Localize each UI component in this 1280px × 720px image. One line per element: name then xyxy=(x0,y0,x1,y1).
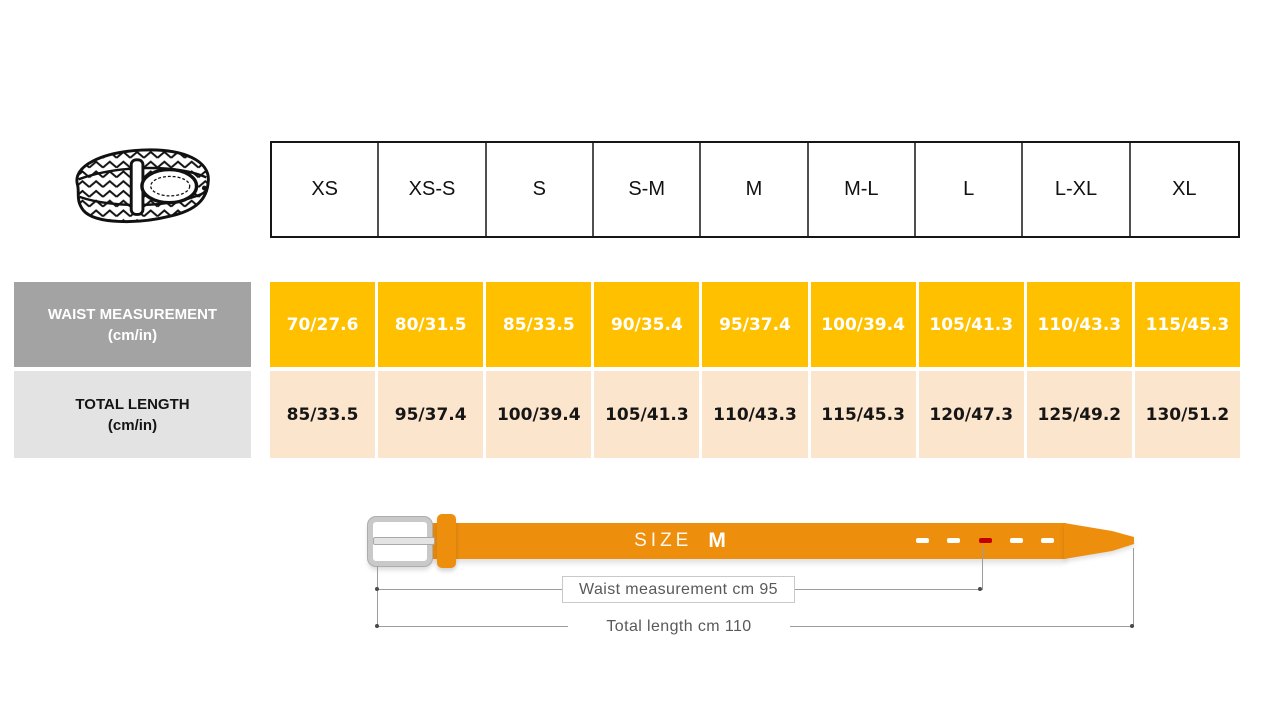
total-label-unit: (cm/in) xyxy=(107,416,158,434)
waist-value-cell: 85/33.5 xyxy=(486,282,592,367)
waist-value-cell: 95/37.4 xyxy=(702,282,808,367)
size-header-cell: M-L xyxy=(809,143,916,236)
waist-measurement-label: WAIST MEASUREMENT (cm/in) xyxy=(14,282,251,367)
size-header-cell: M xyxy=(701,143,809,236)
waist-label-unit: (cm/in) xyxy=(107,326,158,344)
waist-label-text: WAIST MEASUREMENT xyxy=(47,305,218,323)
dimension-line-vertical-tip xyxy=(1133,548,1134,627)
total-value-cell: 125/49.2 xyxy=(1026,371,1132,458)
total-label-text: TOTAL LENGTH xyxy=(75,395,190,413)
size-header-cell: XS xyxy=(272,143,380,236)
total-length-callout: Total length cm 110 xyxy=(568,614,790,639)
belt-strap-tip xyxy=(1064,523,1134,559)
size-header-cell: XS-S xyxy=(379,143,487,236)
dimension-dot xyxy=(978,587,982,591)
total-value-cell: 105/41.3 xyxy=(594,371,700,458)
total-value-cell: 85/33.5 xyxy=(270,371,376,458)
belt-hole-selected xyxy=(978,537,992,543)
waist-value-cell: 90/35.4 xyxy=(594,282,700,367)
size-word: SIZE xyxy=(634,530,693,551)
belt-hole xyxy=(947,537,961,543)
dimension-dot xyxy=(375,587,379,591)
waist-value-cell: 110/43.3 xyxy=(1026,282,1132,367)
total-value-cell: 115/45.3 xyxy=(810,371,916,458)
waist-value-cell: 70/27.6 xyxy=(270,282,376,367)
waist-measurement-callout: Waist measurement cm 95 xyxy=(562,576,795,603)
total-length-label: TOTAL LENGTH (cm/in) xyxy=(14,371,251,458)
size-value: M xyxy=(708,529,726,552)
total-value-cell: 100/39.4 xyxy=(486,371,592,458)
total-value-cell: 110/43.3 xyxy=(702,371,808,458)
size-header-cell: L-XL xyxy=(1023,143,1131,236)
belt-keeper-loop xyxy=(437,514,456,568)
dimension-dot xyxy=(375,624,379,628)
size-header-cell: L xyxy=(916,143,1024,236)
waist-value-cell: 115/45.3 xyxy=(1134,282,1240,367)
waist-value-cell: 105/41.3 xyxy=(918,282,1024,367)
buckle-prong xyxy=(373,537,435,545)
dimension-line-vertical-buckle xyxy=(377,566,378,628)
braided-belt-image xyxy=(75,148,210,224)
dimension-line-vertical-hole xyxy=(982,546,983,590)
belt-hole xyxy=(1009,537,1023,543)
belt-hole xyxy=(916,537,929,543)
size-header-cell: XL xyxy=(1172,178,1197,200)
belt-hole xyxy=(1041,537,1054,543)
waist-value-cell: 100/39.4 xyxy=(810,282,916,367)
total-value-cell: 120/47.3 xyxy=(918,371,1024,458)
belt-size-text: SIZE M xyxy=(600,523,760,559)
size-header-cell: S-M xyxy=(594,143,702,236)
dimension-dot xyxy=(1130,624,1134,628)
belt-holes xyxy=(916,537,1054,543)
size-header-cell: S xyxy=(487,143,594,236)
total-value-cell: 130/51.2 xyxy=(1134,371,1240,458)
total-value-cell: 95/37.4 xyxy=(378,371,484,458)
waist-value-cell: 80/31.5 xyxy=(378,282,484,367)
